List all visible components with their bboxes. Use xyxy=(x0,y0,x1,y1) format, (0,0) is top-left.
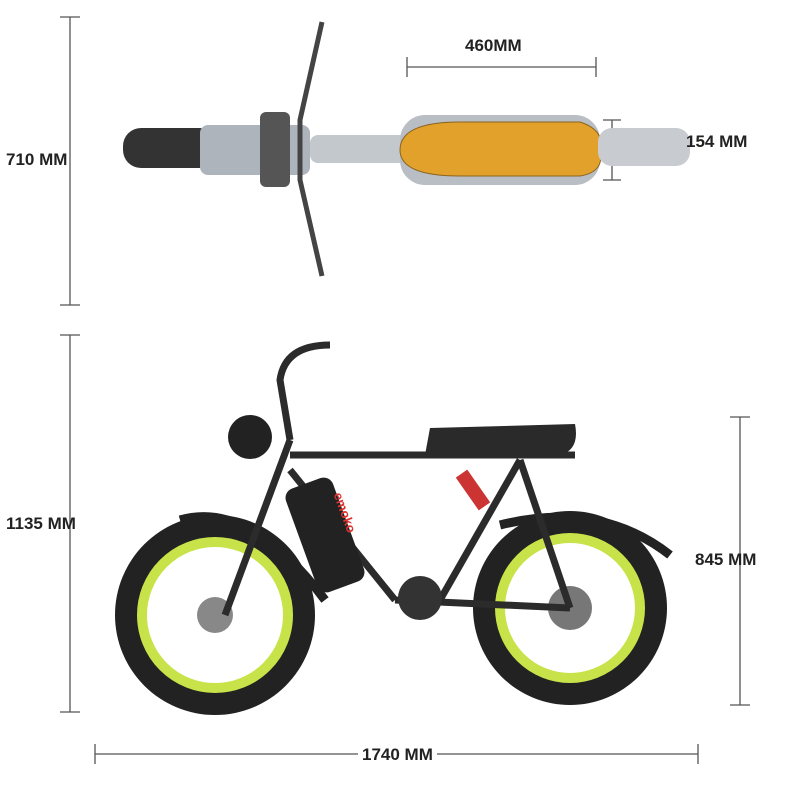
dimension-label-width: 710 MM xyxy=(6,150,68,169)
handlebar xyxy=(297,21,325,277)
seat xyxy=(425,424,576,455)
top-view-bike xyxy=(123,21,690,277)
dimension-label-seat-length: 460MM xyxy=(465,36,522,55)
dimension-label-seat-width: 154 MM xyxy=(686,132,748,151)
dimension-label-seat-height: 845 MM xyxy=(695,550,757,569)
rear-shock xyxy=(455,469,491,511)
headlight xyxy=(228,415,272,459)
side-view-bike xyxy=(115,341,673,715)
dimension-label-height: 1135 MM xyxy=(6,514,76,533)
battery xyxy=(285,477,365,593)
dimension-label-length: 1740 MM xyxy=(358,745,437,765)
